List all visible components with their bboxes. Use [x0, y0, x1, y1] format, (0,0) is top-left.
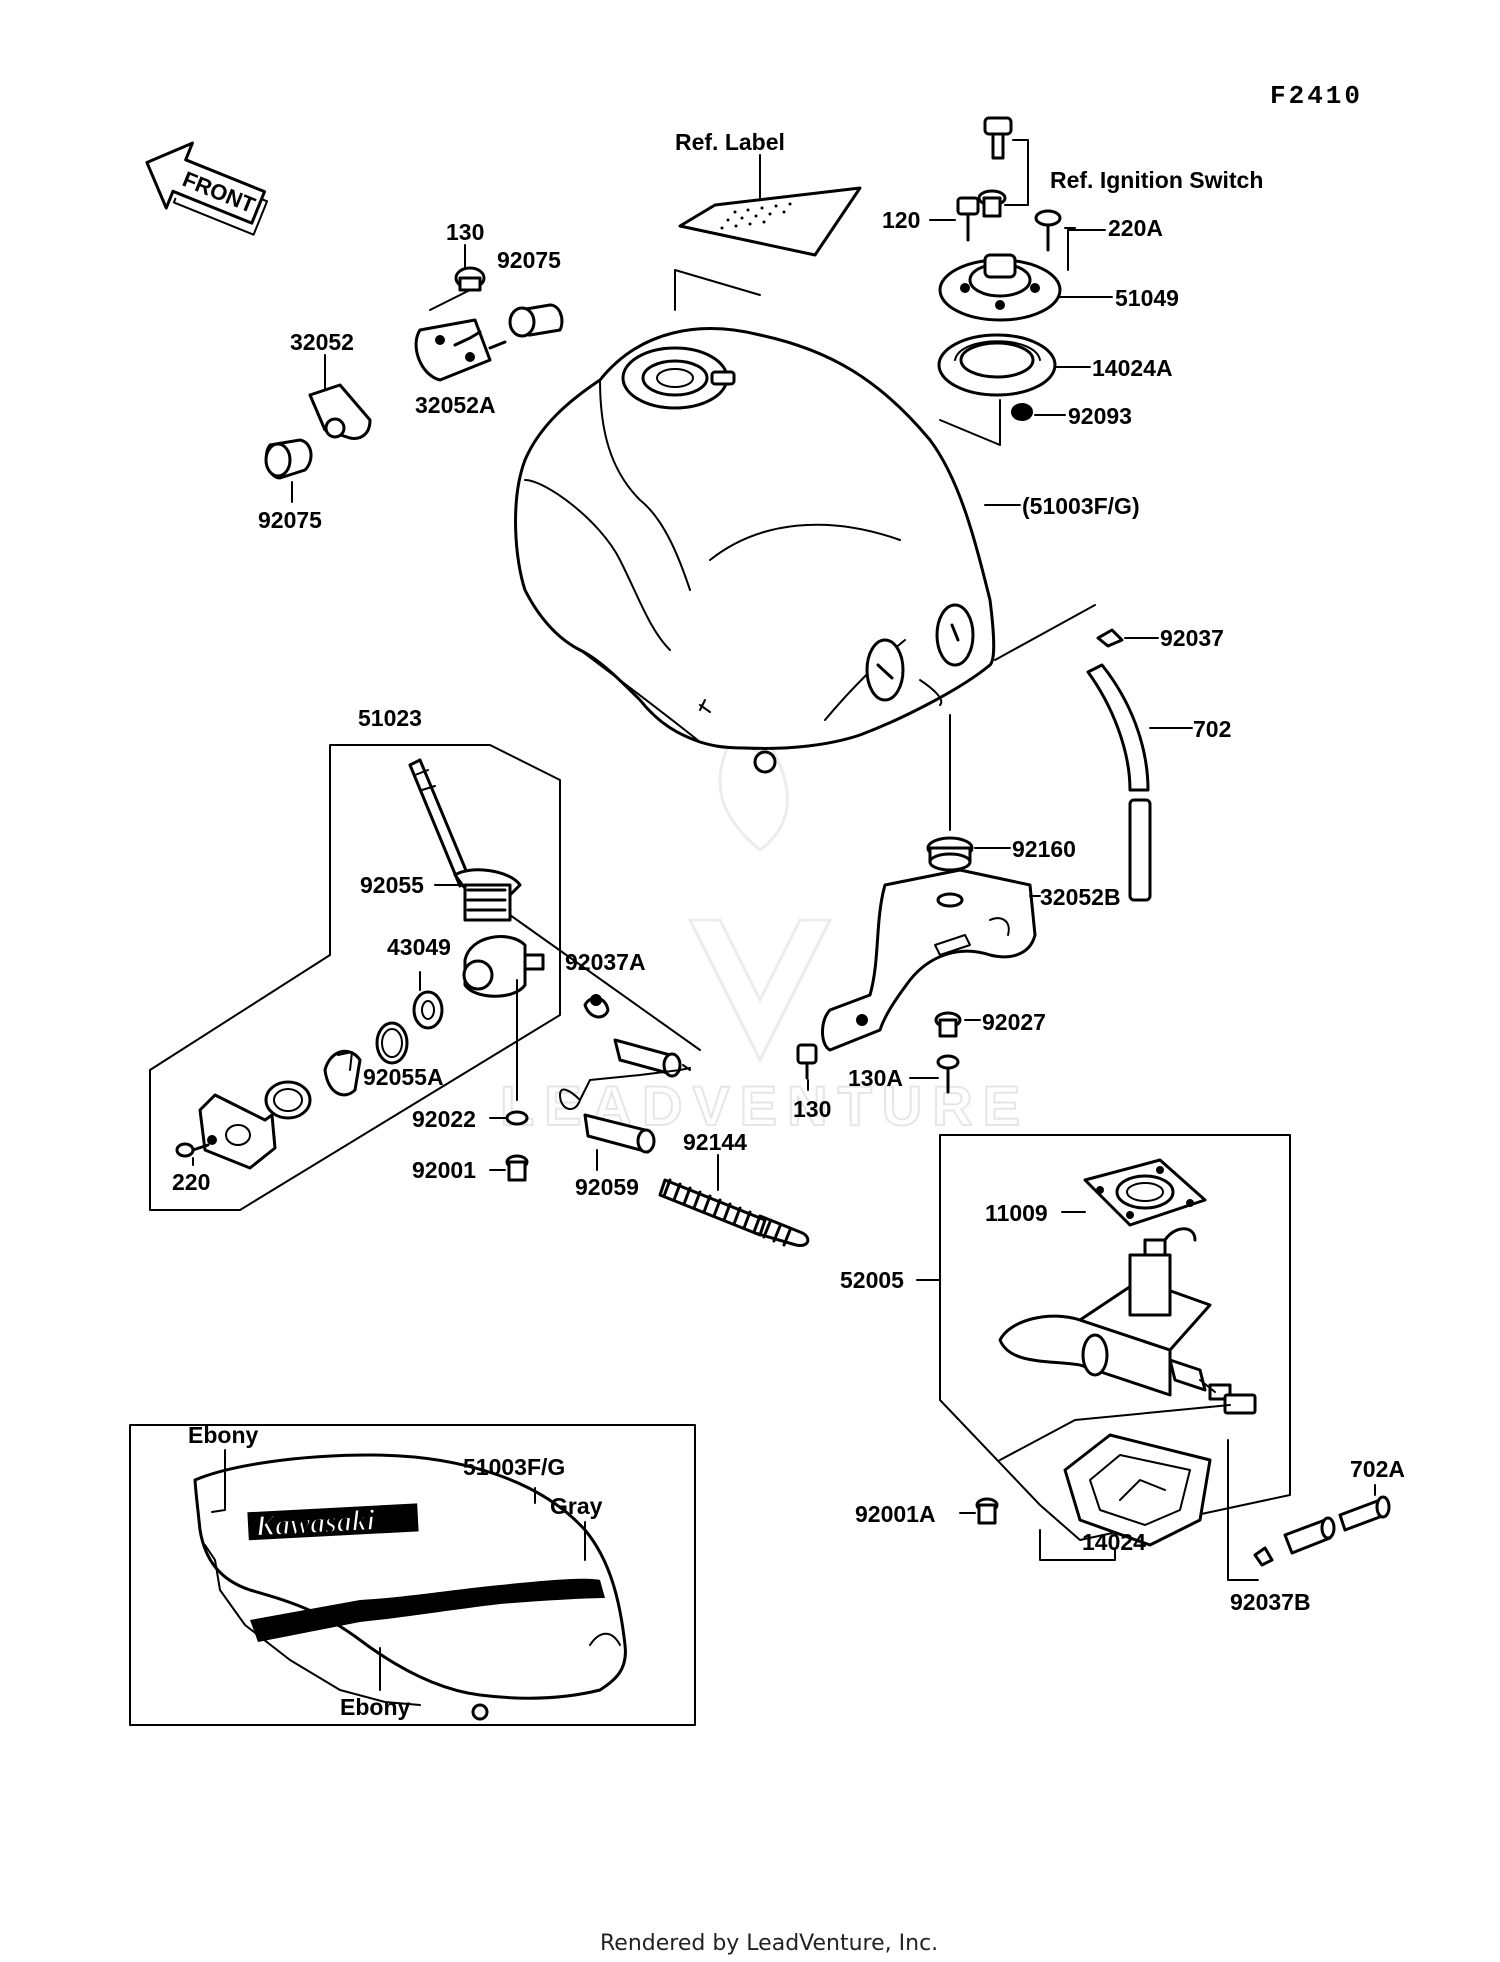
ref-label-sheet — [678, 154, 862, 257]
label-130-top: 130 — [446, 219, 484, 245]
bolt-92001 — [505, 1154, 529, 1182]
screw-220 — [175, 1142, 210, 1158]
label-220: 220 — [172, 1169, 210, 1195]
label-51049: 51049 — [1115, 285, 1179, 311]
label-92037B: 92037B — [1230, 1589, 1311, 1615]
fuel-tank-51003FG — [514, 327, 996, 774]
watermark-v-icon — [687, 918, 833, 1064]
watermark-text: LEADVENTURE — [500, 1074, 1030, 1137]
bracket-32052 — [308, 383, 372, 440]
label-220A: 220A — [1108, 215, 1163, 241]
label-92144: 92144 — [683, 1129, 747, 1155]
label-43049: 43049 — [387, 934, 451, 960]
label-120: 120 — [882, 207, 920, 233]
damper-92075-top — [508, 303, 564, 338]
label-92022: 92022 — [412, 1106, 476, 1132]
label-32052A: 32052A — [415, 392, 496, 418]
label-inset-gray: Gray — [550, 1493, 603, 1519]
grommet-92160 — [926, 836, 974, 872]
label-92001A: 92001A — [855, 1501, 936, 1527]
label-51003FG-paren: (51003F/G) — [1022, 493, 1140, 519]
bracket-32052B — [821, 868, 1037, 1052]
label-92075-bottom: 92075 — [258, 507, 322, 533]
bolt-120 — [956, 196, 980, 242]
seal-43049 — [412, 990, 444, 1030]
label-92075-top: 92075 — [497, 247, 561, 273]
bolt-220A — [1034, 209, 1062, 252]
label-92160: 92160 — [1012, 836, 1076, 862]
label-51023: 51023 — [358, 705, 422, 731]
gasket-11009 — [1083, 1158, 1207, 1227]
label-92001: 92001 — [412, 1157, 476, 1183]
label-130-mid: 130 — [793, 1096, 831, 1122]
bolt-92001A — [975, 1497, 999, 1525]
bolt-92027 — [934, 1011, 962, 1038]
label-32052: 32052 — [290, 329, 354, 355]
fuel-level-sensor-52005 — [998, 1227, 1257, 1415]
washer-92022 — [505, 1110, 529, 1126]
fuel-cap-51049 — [938, 253, 1062, 322]
bolt-130-mid — [796, 1043, 818, 1080]
bracket-32052A — [414, 318, 507, 382]
label-702: 702 — [1193, 716, 1231, 742]
clip-92037A — [583, 994, 610, 1019]
label-inset-51003FG: 51003F/G — [463, 1454, 565, 1480]
hose-702 — [1086, 663, 1152, 902]
label-14024: 14024 — [1082, 1529, 1146, 1555]
hose-702A — [1283, 1495, 1391, 1555]
clip-92037 — [1096, 628, 1124, 648]
label-ref-ignition-switch: Ref. Ignition Switch — [1050, 167, 1263, 193]
label-92027: 92027 — [982, 1009, 1046, 1035]
label-92055: 92055 — [360, 872, 424, 898]
drain-92093 — [1011, 403, 1033, 421]
plate-220 — [198, 1093, 277, 1170]
diagram-code: F2410 — [1270, 81, 1363, 111]
clip-92037B — [1253, 1546, 1274, 1567]
cap-screw — [977, 189, 1007, 218]
label-92037A: 92037A — [565, 949, 646, 975]
damper-92075-bottom — [264, 438, 313, 480]
label-92059: 92059 — [575, 1174, 639, 1200]
label-52005: 52005 — [840, 1267, 904, 1293]
label-inset-ebony-bottom: Ebony — [340, 1694, 410, 1720]
label-92055A: 92055A — [363, 1064, 444, 1090]
kawasaki-logo: Kawasaki — [253, 1504, 376, 1543]
bolt-130A — [936, 1054, 960, 1094]
bolt-130-top — [454, 266, 486, 292]
label-ref-label: Ref. Label — [675, 129, 785, 155]
gasket-ring — [264, 1080, 312, 1120]
gasket-14024A — [937, 333, 1057, 397]
label-inset-ebony-top: Ebony — [188, 1422, 258, 1448]
footer-credit: Rendered by LeadVenture, Inc. — [600, 1931, 938, 1956]
label-14024A: 14024A — [1092, 355, 1173, 381]
label-92037: 92037 — [1160, 625, 1224, 651]
front-arrow-icon: FRONT — [145, 141, 269, 236]
hose-92059 — [583, 1113, 656, 1154]
lever-92055A — [323, 1049, 362, 1097]
o-ring-92055A — [375, 1021, 409, 1065]
inset-fuel-tank: Kawasaki — [193, 1453, 627, 1721]
spring-92144 — [658, 1178, 810, 1247]
cover-14024 — [1063, 1433, 1212, 1547]
inset-box — [129, 1424, 696, 1726]
label-32052B: 32052B — [1040, 884, 1121, 910]
ignition-key-icon — [983, 116, 1013, 160]
label-130A: 130A — [848, 1065, 903, 1091]
label-11009: 11009 — [985, 1200, 1048, 1226]
label-702A: 702A — [1350, 1456, 1405, 1482]
fuel-cock-51023 — [408, 758, 545, 998]
label-92093: 92093 — [1068, 403, 1132, 429]
